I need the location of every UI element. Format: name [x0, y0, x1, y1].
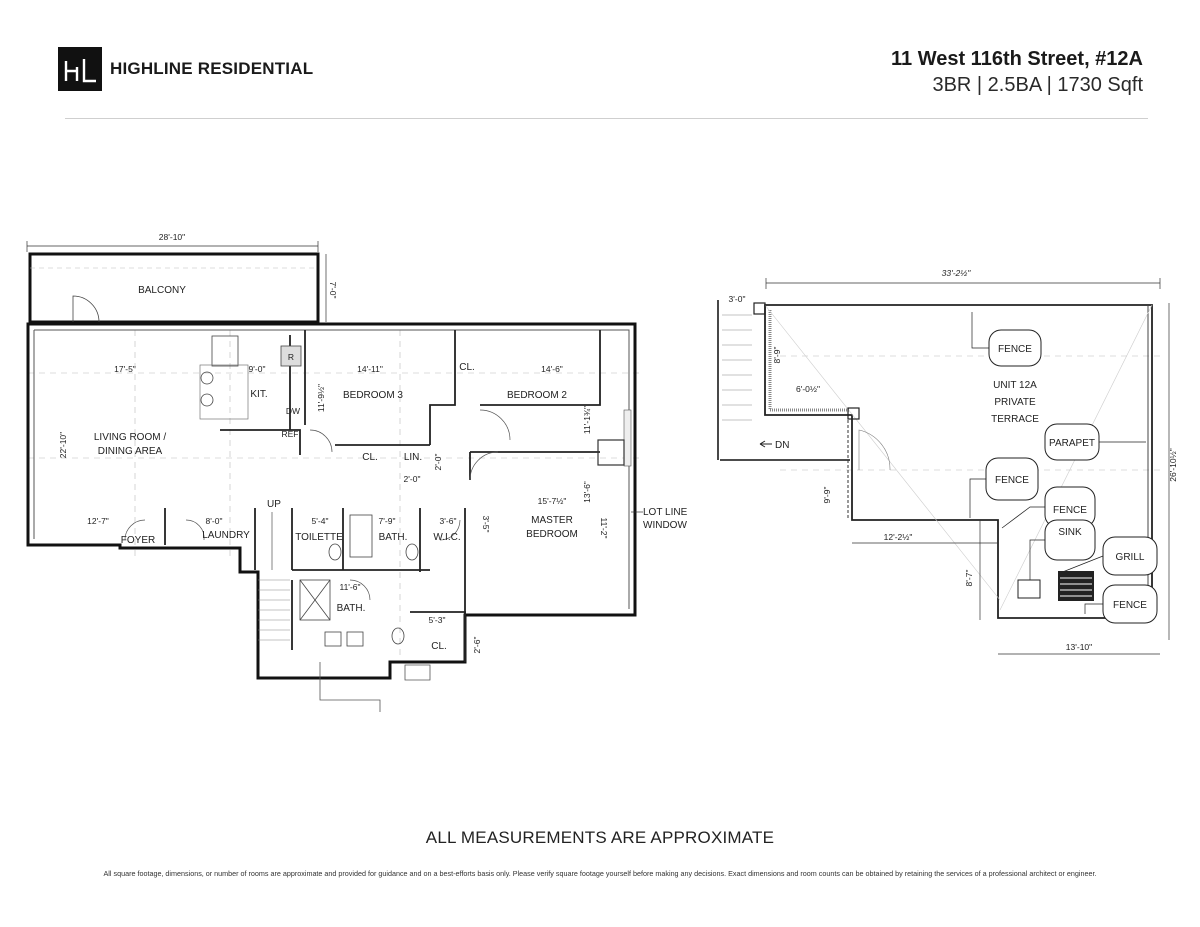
dim-master-width: 15'-7½" [538, 496, 567, 506]
dim-wic-depth: 3'-5" [481, 516, 491, 533]
callout-fence-mid: FENCE [995, 475, 1029, 486]
label-master: MASTER [531, 515, 573, 526]
hl-monogram-icon [64, 59, 96, 83]
label-terrace-unit: UNIT 12A [993, 380, 1037, 391]
dim-bedroom2-depth: 11'-1¾" [582, 406, 592, 434]
label-living-room: LIVING ROOM / [94, 432, 166, 443]
label-wic: W.I.C. [433, 532, 460, 543]
brand-name: HIGHLINE RESIDENTIAL [110, 59, 314, 78]
door-swings [124, 409, 511, 601]
listing-specs: 3BR | 2.5BA | 1730 Sqft [932, 74, 1143, 96]
dim-terrace-lower-width: 12'-2½" [884, 532, 913, 542]
label-terrace-stairs-down: DN [775, 440, 789, 451]
terrace-outline [764, 304, 1153, 619]
balcony-door-swing [72, 295, 100, 323]
dim-living-depth: 22'-10" [58, 432, 68, 458]
dim-kitchen-width: 9'-0" [249, 364, 266, 374]
measurements-caption: ALL MEASUREMENTS ARE APPROXIMATE [425, 828, 775, 847]
dim-closet-bottom-depth: 2'-6" [472, 637, 482, 654]
callout-fence-right: FENCE [1053, 505, 1087, 516]
label-lot-line-window: WINDOW [643, 520, 687, 531]
dim-laundry-width: 8'-0" [206, 516, 223, 526]
label-ref: REF [282, 429, 299, 439]
dim-toilette-width: 5'-4" [312, 516, 329, 526]
dim-terrace-bottom-width: 13'-10" [1066, 642, 1092, 652]
label-lot-line: LOT LINE [643, 507, 688, 518]
label-closet-bedroom3: CL. [362, 452, 378, 463]
lot-line-window-strip [623, 409, 632, 467]
dim-foyer-width: 12'-7" [87, 516, 109, 526]
dim-master-depth-2: 11'-2" [599, 517, 609, 538]
callout-sink: SINK [1058, 527, 1082, 538]
disclaimer-text: All square footage, dimensions, or numbe… [103, 869, 1097, 878]
label-closet-top: CL. [459, 362, 475, 373]
callout-parapet: PARAPET [1049, 438, 1095, 449]
dim-bath-main-width: 11'-6" [339, 582, 360, 592]
label-bedroom-2: BEDROOM 2 [507, 390, 567, 401]
label-foyer: FOYER [121, 535, 155, 546]
dim-bedroom3-width: 14'-11" [357, 364, 383, 374]
callout-clouds [985, 329, 1158, 624]
dim-terrace-lower-wall: 9'-9" [822, 487, 832, 504]
dim-wic-width: 3'-6" [440, 516, 457, 526]
dim-terrace-width: 33'-2½" [942, 268, 972, 278]
down-arrow-icon [759, 440, 772, 448]
label-terrace-private: PRIVATE [994, 397, 1036, 408]
label-bedroom-3: BEDROOM 3 [343, 390, 403, 401]
label-bath-main: BATH. [337, 603, 366, 614]
label-toilette: TOILETTE [295, 532, 343, 543]
label-terrace-title: TERRACE [991, 414, 1039, 425]
dimension-overall-width [26, 241, 319, 252]
label-bath-small: BATH. [379, 532, 408, 543]
dim-terrace-stair-width: 3'-0" [729, 294, 746, 304]
fridge-icon [280, 345, 302, 367]
terrace-dimension-top [765, 278, 1161, 289]
label-balcony: BALCONY [138, 285, 186, 296]
dim-terrace-depth: 26'-10½" [1168, 448, 1178, 481]
dim-bath-small-width: 7'-9" [379, 516, 396, 526]
terrace-stairs [717, 300, 850, 461]
callout-grill: GRILL [1116, 552, 1145, 563]
dim-terrace-stair-wall: 8'-9" [772, 347, 782, 364]
callout-fence-bottom: FENCE [1113, 600, 1147, 611]
label-laundry: LAUNDRY [202, 530, 250, 541]
label-master-bedroom: BEDROOM [526, 529, 578, 540]
bath-fixtures [299, 514, 419, 647]
unit-exterior-walls [26, 322, 637, 680]
dim-linen-b: 2'-0" [404, 474, 421, 484]
header-divider [65, 118, 1148, 119]
label-kitchen: KIT. [250, 389, 267, 400]
dim-closet-bottom-width: 5'-3" [429, 615, 446, 625]
dim-bedroom3-depth: 11'-9½" [316, 384, 326, 412]
dim-living-width: 17'-5" [114, 364, 136, 374]
label-closet-bottom: CL. [431, 641, 447, 652]
label-fridge: R [288, 352, 294, 362]
stairs-up [258, 512, 290, 641]
dim-terrace-notch: 6'-0½" [796, 384, 820, 394]
balcony-outline [28, 252, 320, 324]
label-stairs-up: UP [267, 499, 281, 510]
dim-balcony-depth: 7'-0" [328, 282, 338, 299]
label-dining-area: DINING AREA [98, 446, 163, 457]
dim-master-depth: 13'-6" [582, 481, 592, 503]
dim-bedroom2-width: 14'-6" [541, 364, 563, 374]
callout-fence-top: FENCE [998, 344, 1032, 355]
listing-address: 11 West 116th Street, #12A [891, 48, 1143, 70]
label-dishwasher: DW [286, 406, 300, 416]
label-linen: LIN. [404, 452, 422, 463]
sink-icon [1017, 579, 1041, 599]
dim-terrace-bottom-depth: 8'-7" [964, 570, 974, 587]
brand-logo [58, 47, 102, 91]
callout-leaders [969, 312, 1146, 614]
dim-linen-a: 2'-0" [433, 454, 443, 471]
dim-overall-width: 28'-10" [159, 232, 185, 242]
